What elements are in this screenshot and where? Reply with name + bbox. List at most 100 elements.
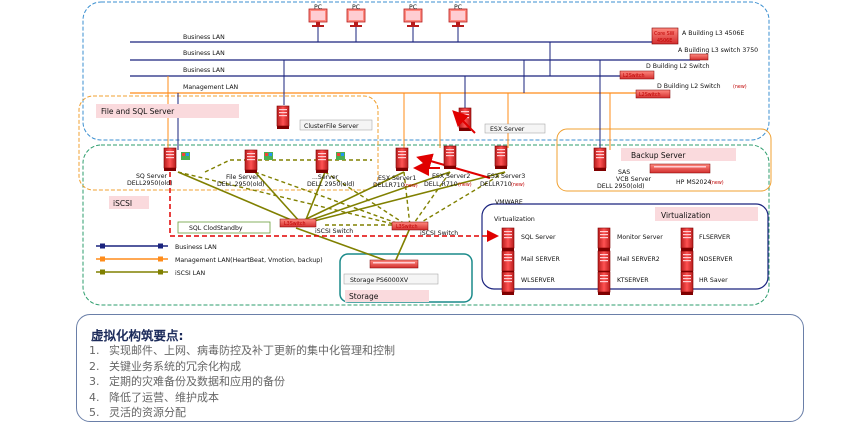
svg-text:DELLR710: DELLR710	[373, 182, 405, 189]
esx-server-2	[443, 145, 457, 170]
storage-label-bg	[345, 290, 429, 302]
legend-business: Business LAN	[175, 244, 217, 251]
svg-text:DELL 2950(old): DELL 2950(old)	[307, 181, 355, 188]
server-3	[315, 149, 329, 174]
summary-item: 1.实现邮件、上网、病毒防控及补丁更新的集中化管理和控制	[89, 344, 395, 357]
svg-text:(new): (new)	[404, 183, 418, 189]
svg-text:PC: PC	[314, 4, 322, 11]
d-l2b-switch-label: D Building L2 Switch	[657, 83, 721, 90]
iscsi-switch-1-label: iSCSI Switch	[315, 228, 353, 235]
svg-text:NDSERVER: NDSERVER	[699, 256, 733, 263]
vm-monitor-server	[597, 227, 611, 252]
legend-management: Management LAN(HeartBeat, Vmotion, backu…	[175, 257, 323, 264]
summary-list: 1.实现邮件、上网、病毒防控及补丁更新的集中化管理和控制 2.关键业务系统的冗余…	[89, 343, 395, 421]
clusterfile-label: ClusterFile Server	[304, 123, 359, 130]
summary-item: 2.关键业务系统的冗余化构成	[89, 359, 241, 373]
lan-label-business-2: Business LAN	[183, 50, 225, 57]
lan-label-business-1: Business LAN	[183, 34, 225, 41]
svg-text:4506E: 4506E	[657, 38, 672, 44]
svg-text:VCB Server: VCB Server	[616, 176, 652, 183]
svg-text:Mail SERVER: Mail SERVER	[521, 256, 560, 263]
svg-text:DELL R710: DELL R710	[424, 181, 458, 188]
network-zone-frame	[82, 1, 770, 141]
esx-server-3	[494, 145, 508, 170]
legend-iscsi: iSCSI LAN	[175, 270, 206, 277]
svg-text:WLSERVER: WLSERVER	[521, 277, 556, 284]
svg-text:PC: PC	[454, 4, 462, 11]
summary-item: 3.定期的灾难备份及数据和应用的备份	[89, 375, 285, 389]
svg-text:L3Switch: L3Switch	[284, 221, 306, 227]
vm-sql-server	[501, 227, 515, 252]
svg-text:ESX Server1: ESX Server1	[378, 175, 416, 182]
esx-server-1	[395, 147, 409, 172]
svg-text:PC: PC	[352, 4, 360, 11]
svg-text:SQL Server: SQL Server	[521, 234, 556, 241]
replication-arrow	[169, 172, 499, 242]
lan-label-management: Management LAN	[183, 84, 239, 91]
svg-text:KTSERVER: KTSERVER	[617, 277, 649, 284]
svg-text:(new): (new)	[710, 180, 724, 186]
sq-server	[163, 147, 177, 172]
svg-text:L3Switch: L3Switch	[396, 224, 418, 230]
svg-text:(new): (new)	[511, 182, 525, 188]
a-l3-switch-icon	[689, 53, 709, 61]
svg-text:L2Switch: L2Switch	[639, 92, 661, 98]
svg-text:HP MS2024: HP MS2024	[676, 179, 711, 186]
iscsi-l3-switch: L3Switch	[279, 218, 317, 228]
svg-text:DELLR710: DELLR710	[480, 181, 512, 188]
svg-text:FLSERVER: FLSERVER	[699, 234, 731, 241]
sql-standby-box	[177, 221, 271, 234]
svg-text:Mail SERVER2: Mail SERVER2	[617, 256, 660, 263]
network-diagram: Business LAN Business LAN Business LAN M…	[78, 1, 772, 306]
vm-mail-server	[501, 250, 515, 275]
svg-text:Core SW: Core SW	[654, 31, 675, 37]
file-sql-label: File and SQL Server	[101, 107, 175, 116]
vm-hr-saver	[680, 271, 694, 296]
pc-2: PC	[346, 4, 366, 28]
svg-text:PC: PC	[409, 4, 417, 11]
svg-text:DELL2950(old): DELL2950(old)	[127, 180, 173, 187]
summary-title: 虚拟化构筑要点:	[91, 328, 184, 343]
storage-label: Storage	[349, 292, 379, 301]
iscsi-l3-switch-2: L3Switch	[391, 221, 429, 231]
svg-text:HR Saver: HR Saver	[699, 277, 728, 284]
pc-3: PC	[403, 4, 423, 28]
a-l3-switch-label: A Building L3 switch 3750	[678, 47, 758, 54]
storage-ps6000	[369, 259, 419, 269]
storage-ps-label: Storage PS6000XV	[350, 277, 409, 284]
svg-text:Monitor Server: Monitor Server	[617, 234, 663, 241]
iscsi-label: iSCSI	[113, 199, 132, 208]
esx-server-label: ESX Server	[490, 126, 525, 133]
backup-frame	[556, 128, 772, 192]
summary-item: 5.灵活的资源分配	[89, 406, 186, 420]
core-switch: Core SW 4506E	[651, 27, 679, 45]
vm-arrow-3	[452, 110, 476, 134]
svg-text:DELL 2950(old): DELL 2950(old)	[597, 183, 645, 190]
summary-panel: 虚拟化构筑要点: 1.实现邮件、上网、病毒防控及补丁更新的集中化管理和控制 2.…	[76, 314, 804, 422]
sql-standby-label: SQL ClodStandby	[189, 225, 243, 232]
d-l2b-new-tag: (new)	[733, 84, 747, 90]
vm-mail-server2	[597, 250, 611, 275]
vmware-label: VMWARE	[495, 199, 523, 206]
virtualization-frame	[481, 203, 769, 290]
svg-text:SQ Server: SQ Server	[136, 173, 168, 180]
d-l2-switch-label: D Building L2 Switch	[646, 63, 710, 70]
hp-msa-storage	[649, 163, 711, 174]
d-l2-switch-1: L2Switch	[619, 70, 655, 80]
file-sql-frame	[78, 95, 379, 191]
vm-ndserver	[680, 250, 694, 275]
server-zone-frame	[82, 144, 770, 306]
svg-text:...Server: ...Server	[312, 174, 339, 181]
svg-text:SAS: SAS	[618, 169, 630, 176]
svg-text:(new): (new)	[458, 182, 472, 188]
virtualization-label: Virtualization	[661, 211, 711, 220]
legend: Business LAN Management LAN(HeartBeat, V…	[96, 243, 323, 277]
iscsi-label-bg	[109, 196, 149, 209]
svg-text:DELL 2950(old): DELL 2950(old)	[217, 181, 265, 188]
svg-text:ESX Server3: ESX Server3	[487, 173, 525, 180]
file-sql-label-bg	[96, 104, 239, 118]
file-server	[244, 149, 258, 174]
d-l2-switch-2: L2Switch	[635, 89, 671, 99]
iscsi-switch-2-label: iSCSI Switch	[420, 230, 458, 237]
clusterfile-server	[276, 105, 290, 130]
